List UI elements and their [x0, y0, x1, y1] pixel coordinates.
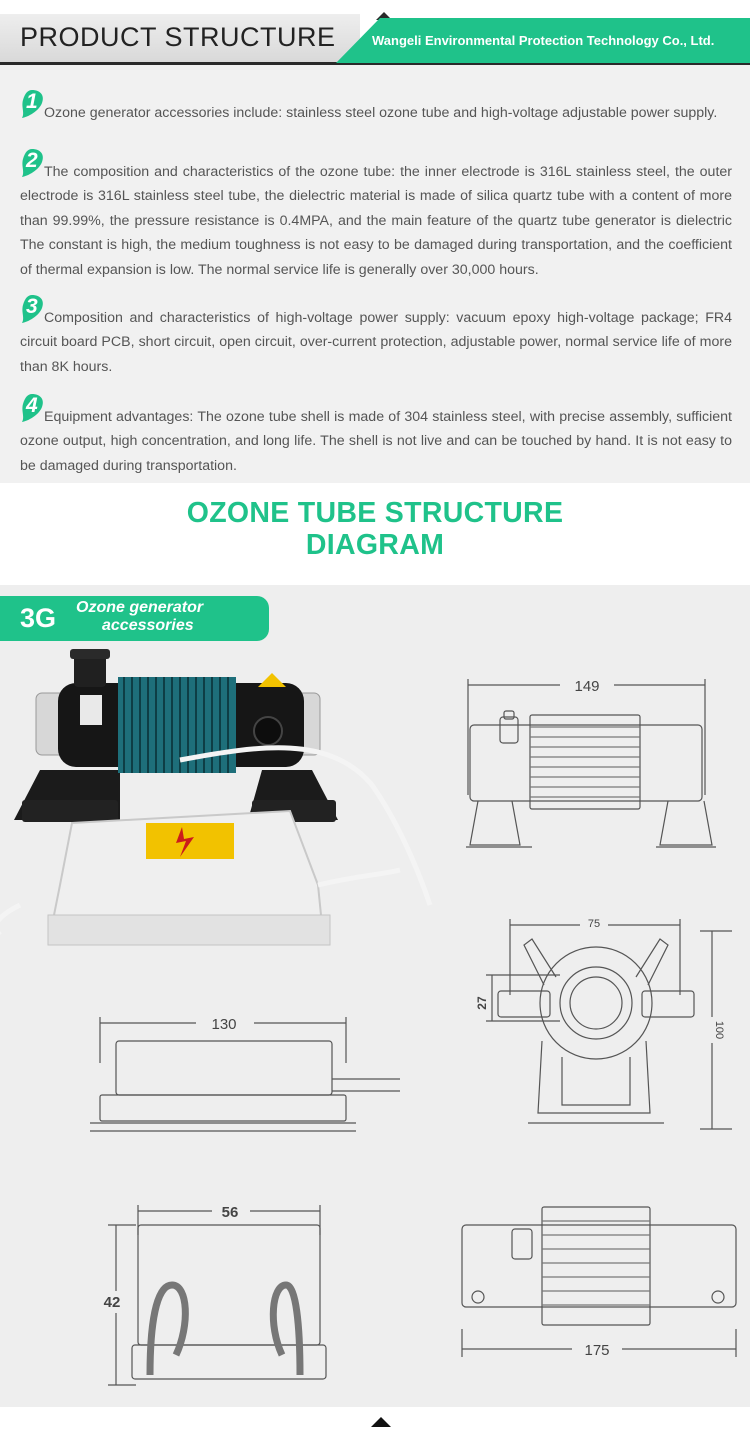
structure-item-2: 2 The composition and characteristics of…	[20, 149, 732, 282]
number-label: 2	[26, 149, 38, 172]
structure-diagram: 3G Ozone generator accessories	[0, 585, 750, 1407]
badge-line2: accessories	[102, 617, 194, 634]
supply-side-drawing	[90, 1017, 400, 1132]
number-badge-icon: 1	[20, 89, 44, 118]
structure-list: 1 Ozone generator accessories include: s…	[0, 65, 750, 483]
page-header: PRODUCT STRUCTURE Wangeli Environmental …	[0, 0, 750, 78]
diagram-title: OZONE TUBE STRUCTURE DIAGRAM	[0, 497, 750, 561]
number-badge-icon: 3	[20, 294, 44, 323]
structure-item-4: 4 Equipment advantages: The ozone tube s…	[20, 394, 732, 478]
number-label: 3	[26, 295, 38, 318]
company-banner	[336, 18, 750, 63]
number-badge-icon: 2	[20, 148, 44, 177]
dim-supply-length: 130	[211, 1016, 236, 1033]
product-photo	[0, 649, 433, 946]
dim-supply-height: 42	[104, 1294, 121, 1311]
dimension-labels: 149 75 27 100 130 56 42 175	[94, 675, 725, 1359]
item-text: The composition and characteristics of t…	[20, 164, 732, 278]
tube-top-drawing	[461, 1206, 737, 1357]
diagram-title-line1: OZONE TUBE STRUCTURE	[186, 497, 564, 529]
dim-tube-height: 100	[713, 1021, 725, 1039]
header-divider	[0, 62, 750, 65]
header-notch-icon	[376, 12, 392, 20]
supply-end-drawing	[108, 1205, 327, 1386]
badge-code: 3G	[20, 603, 57, 633]
company-name: Wangeli Environmental Protection Technol…	[372, 33, 715, 48]
section-title: PRODUCT STRUCTURE	[20, 22, 336, 52]
dim-tube-length: 149	[574, 678, 599, 695]
tube-side-drawing	[466, 679, 716, 848]
item-text: Composition and characteristics of high-…	[20, 310, 732, 375]
diagram-drawings: 149 75 27 100 130 56 42 175	[0, 649, 737, 1386]
header-title-bar	[0, 14, 360, 64]
dim-tube-total-length: 175	[584, 1342, 609, 1359]
dim-tube-offset: 27	[475, 996, 489, 1010]
product-badge: 3G Ozone generator accessories	[0, 596, 269, 641]
structure-item-1: 1 Ozone generator accessories include: s…	[20, 90, 732, 125]
scroll-up-arrow-icon	[371, 1417, 391, 1427]
dim-tube-width: 75	[588, 918, 600, 930]
structure-item-3: 3 Composition and characteristics of hig…	[20, 295, 732, 379]
item-text: Ozone generator accessories include: sta…	[44, 105, 718, 121]
tube-end-drawing	[486, 919, 732, 1130]
diagram-title-line2: DIAGRAM	[305, 529, 445, 561]
number-label: 1	[26, 90, 38, 113]
number-label: 4	[26, 394, 38, 417]
item-text: Equipment advantages: The ozone tube she…	[20, 409, 732, 474]
badge-line1: Ozone generator	[76, 599, 204, 616]
number-badge-icon: 4	[20, 393, 44, 422]
dim-supply-width: 56	[222, 1204, 239, 1221]
